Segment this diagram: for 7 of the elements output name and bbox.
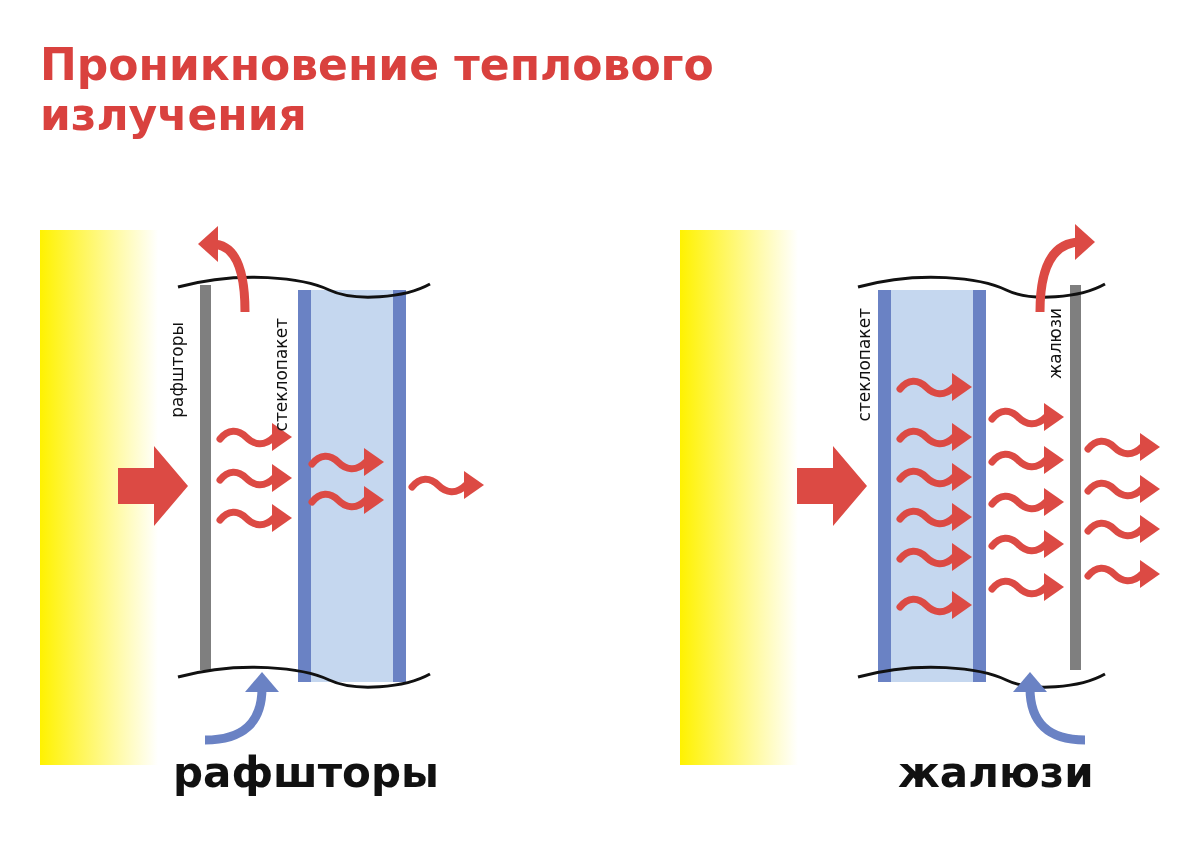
- vertical-label: стеклопакет: [855, 308, 873, 422]
- title: Проникновение теплового излучения: [40, 40, 715, 140]
- caption: рафшторы: [173, 748, 439, 798]
- caption: жалюзи: [898, 748, 1094, 798]
- vertical-label: жалюзи: [1046, 308, 1064, 379]
- vertical-label: стеклопакет: [272, 318, 290, 432]
- vertical-label: рафшторы: [168, 322, 186, 418]
